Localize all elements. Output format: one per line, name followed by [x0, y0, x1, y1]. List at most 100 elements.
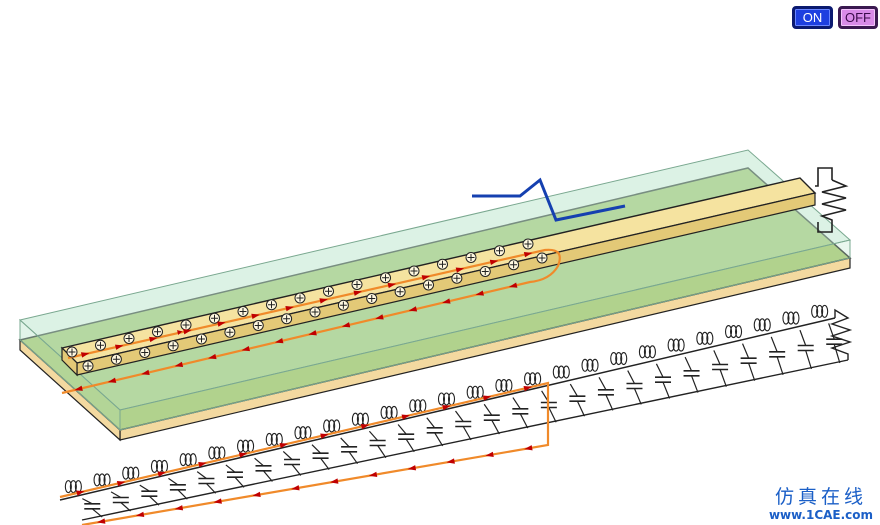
plus-charge-icon [479, 266, 491, 277]
current-arrow-icon [524, 445, 533, 451]
current-arrow-icon [408, 306, 418, 312]
plus-charge-icon [465, 252, 477, 263]
capacitor-icon [426, 417, 444, 447]
inductor-coil-icon [122, 466, 140, 480]
inductor-coil-icon [638, 345, 656, 359]
current-arrow-icon [198, 461, 207, 468]
plus-charge-icon [82, 360, 94, 372]
current-arrow-icon [76, 490, 85, 496]
current-arrow-icon [114, 344, 124, 350]
plus-charge-icon [196, 333, 207, 345]
current-arrow-icon [135, 511, 145, 518]
plus-charge-icon [309, 306, 321, 318]
current-loop [61, 248, 561, 395]
current-arrow-icon [96, 518, 106, 524]
current-arrow-icon [320, 433, 329, 439]
capacitor-icon [626, 370, 643, 405]
capacitor-icon [340, 437, 359, 465]
current-arrow-icon [360, 423, 370, 430]
watermark-title: 仿真在线 [774, 486, 867, 508]
current-arrow-icon [279, 442, 289, 449]
inductor-coil-icon [811, 304, 829, 318]
inductor-coil-icon [237, 439, 255, 453]
plus-charge-icon [95, 339, 106, 351]
current-arrow-icon [421, 275, 431, 281]
inductor-coil-icon [524, 372, 542, 386]
capacitor-icon [225, 464, 245, 488]
plus-charge-icon [522, 238, 534, 250]
off-button[interactable]: OFF [838, 6, 878, 29]
capacitor-icon [282, 451, 302, 476]
current-arrow-icon [375, 314, 384, 320]
current-arrow-icon [508, 282, 518, 288]
capacitor-icon [82, 498, 103, 518]
current-arrow-icon [353, 290, 362, 296]
current-arrow-icon [446, 458, 455, 464]
inductor-coil-icon [724, 325, 743, 339]
plus-charge-icon [266, 299, 277, 311]
capacitor-icon [597, 377, 614, 411]
capacitor-icon [769, 336, 786, 376]
inductor-coil-icon [495, 378, 513, 393]
inductor-coil-icon [581, 358, 599, 372]
current-arrow-icon [442, 404, 451, 411]
on-button[interactable]: ON [792, 6, 833, 29]
current-arrow-icon [523, 385, 533, 392]
capacitor-icon [168, 477, 188, 500]
inductor-coil-icon [380, 405, 398, 420]
capacitor-icon [512, 397, 529, 429]
ladder-voltage-source-icon [829, 308, 853, 360]
plus-charge-icon [408, 265, 420, 277]
current-arrow-icon [401, 414, 411, 420]
capacitor-icon [139, 484, 160, 506]
lumped-circuit-ladder [59, 304, 853, 521]
capacitor-icon [569, 383, 586, 417]
capacitor-icon [797, 329, 814, 370]
current-arrow-icon [116, 480, 126, 487]
inductor-coil-icon [150, 459, 169, 473]
circuit-current-loop [59, 381, 550, 525]
plus-charge-icon [209, 312, 220, 324]
plus-charge-icon [224, 326, 236, 338]
plus-charge-icon [437, 258, 448, 270]
plus-charge-icon [423, 279, 434, 291]
current-arrow-icon [407, 465, 417, 471]
inductor-coil-icon [294, 426, 312, 440]
capacitor-icon [826, 323, 843, 364]
inductor-coil-icon [667, 338, 685, 352]
capacitor-icon [196, 471, 217, 494]
current-arrow-icon [482, 395, 492, 401]
current-arrow-icon [80, 352, 90, 358]
inductor-coil-icon [437, 392, 456, 406]
plus-charge-icon [323, 285, 334, 297]
current-arrow-icon [107, 377, 117, 383]
plus-charge-icon [152, 326, 163, 338]
capacitor-icon [397, 424, 415, 453]
current-arrow-icon [208, 353, 217, 360]
watermark-brand: 仿真在线 www.1CAE.com [765, 486, 877, 522]
current-arrow-icon [157, 471, 167, 477]
inductor-coil-icon [782, 311, 800, 325]
inductor-coil-icon [552, 365, 570, 379]
capacitor-icon [368, 430, 387, 459]
current-arrow-icon [241, 345, 250, 352]
plus-charge-icon [281, 313, 293, 325]
capacitor-icon [740, 343, 757, 381]
inductor-coil-icon [753, 318, 771, 332]
wave-indicator [472, 177, 626, 222]
plus-charge-icon [66, 346, 78, 358]
plus-charge-icon [337, 299, 349, 311]
current-arrow-icon [74, 385, 83, 391]
current-arrow-icon [475, 290, 484, 296]
current-arrow-icon [319, 298, 328, 304]
capacitor-icon [455, 410, 472, 441]
capacitor-icon [683, 356, 700, 393]
plus-charge-icon [110, 353, 122, 365]
current-arrow-icon [217, 321, 226, 327]
watermark-url: www.1CAE.com [768, 508, 874, 522]
capacitor-icon [254, 457, 273, 482]
current-arrow-icon [238, 452, 248, 458]
inductor-coil-icon [208, 446, 226, 460]
current-arrow-icon [274, 338, 284, 344]
capacitor-icon [311, 444, 330, 470]
